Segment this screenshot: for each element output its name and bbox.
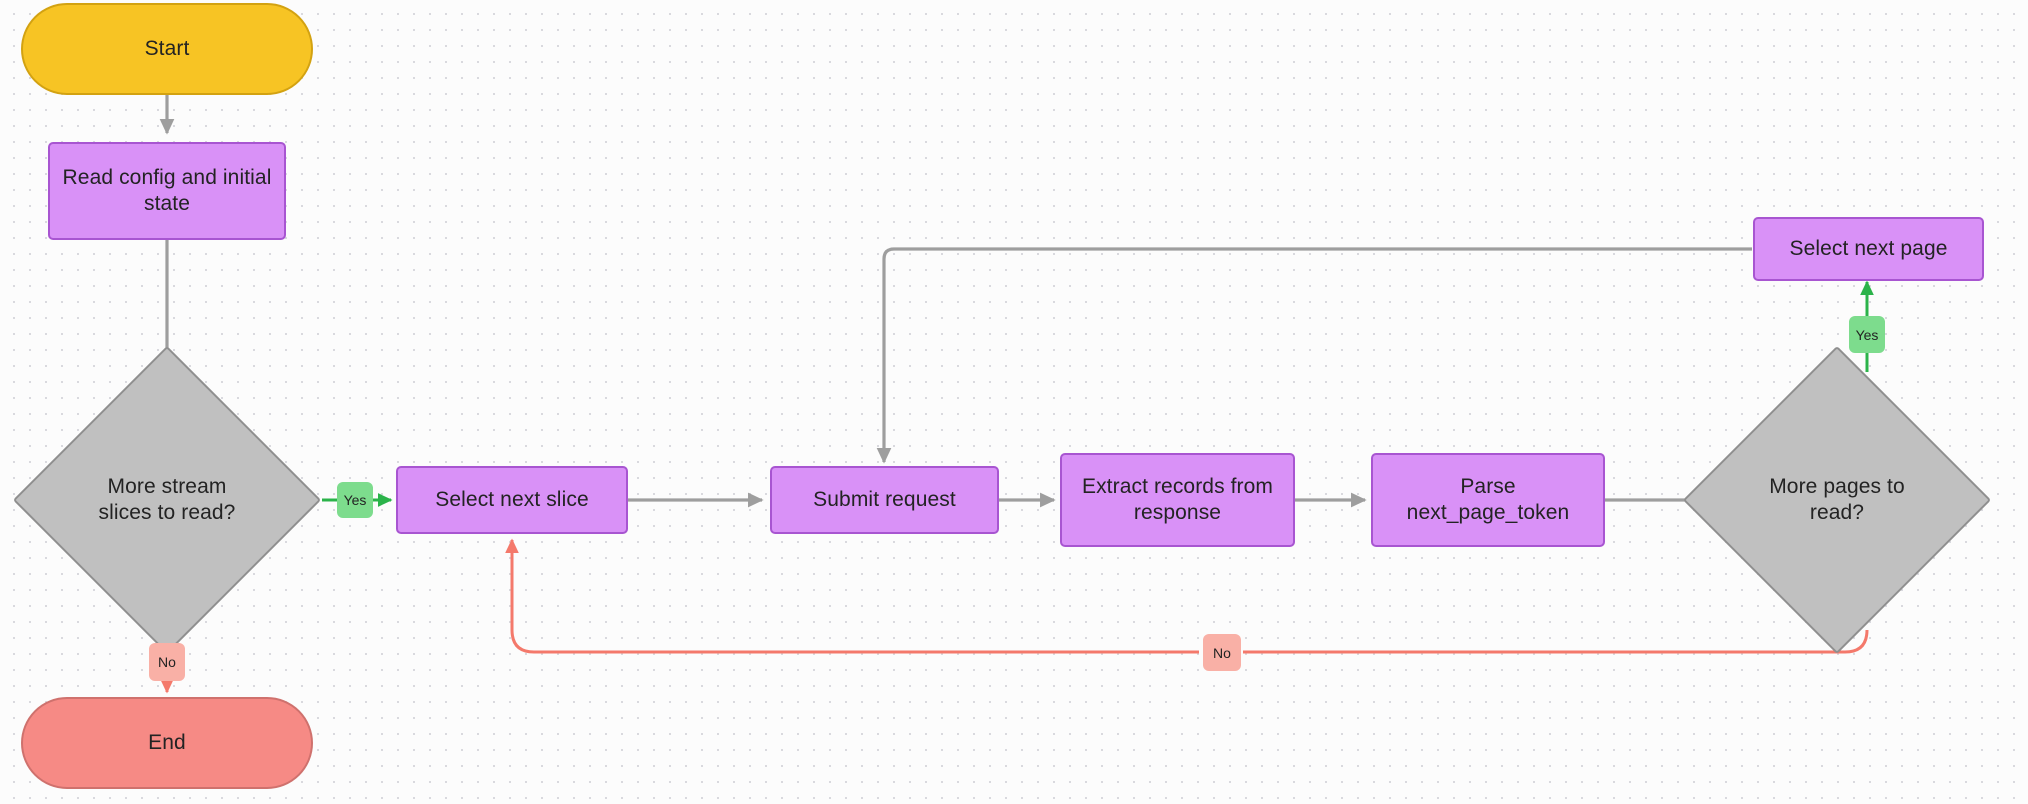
node-end-label: End [148,730,186,754]
edge-label-slices-no[interactable]: No [149,643,185,681]
node-start-label: Start [144,36,190,60]
node-submit-request[interactable]: Submit request [770,466,999,534]
edge-label-slices-yes-text: Yes [343,492,367,508]
node-more-stream-slices-label: More stream slices to read? [98,474,236,524]
node-select-next-slice-label: Select next slice [435,487,589,511]
node-parse-next-page-token[interactable]: Parse next_page_token [1371,453,1605,547]
edge-more-pages-no-right [1243,629,1869,654]
edge-label-pages-no-text: No [1213,644,1231,661]
node-extract-records-label: Extract records from response [1081,474,1274,524]
edge-label-slices-no-text: No [158,654,176,670]
edge-next-page-to-submit [876,247,1752,464]
node-start[interactable]: Start [21,3,313,95]
node-more-pages-to-read[interactable]: More pages to read? [1682,345,1992,655]
node-select-next-page[interactable]: Select next page [1753,217,1984,281]
node-submit-request-label: Submit request [813,487,956,511]
node-read-config[interactable]: Read config and initial state [48,142,286,240]
node-more-pages-to-read-label: More pages to read? [1769,474,1905,524]
edge-label-pages-no[interactable]: No [1203,634,1241,671]
edge-more-pages-no-left [505,538,1199,654]
node-parse-next-page-token-label: Parse next_page_token [1406,474,1570,524]
node-select-next-slice[interactable]: Select next slice [396,466,628,534]
edge-label-pages-yes-text: Yes [1855,326,1879,343]
node-select-next-page-label: Select next page [1789,236,1948,260]
node-more-stream-slices[interactable]: More stream slices to read? [12,345,322,655]
node-extract-records[interactable]: Extract records from response [1060,453,1295,547]
node-read-config-label: Read config and initial state [62,165,272,215]
edge-label-pages-yes[interactable]: Yes [1849,316,1885,353]
edge-label-slices-yes[interactable]: Yes [337,482,373,518]
node-end[interactable]: End [21,697,313,789]
